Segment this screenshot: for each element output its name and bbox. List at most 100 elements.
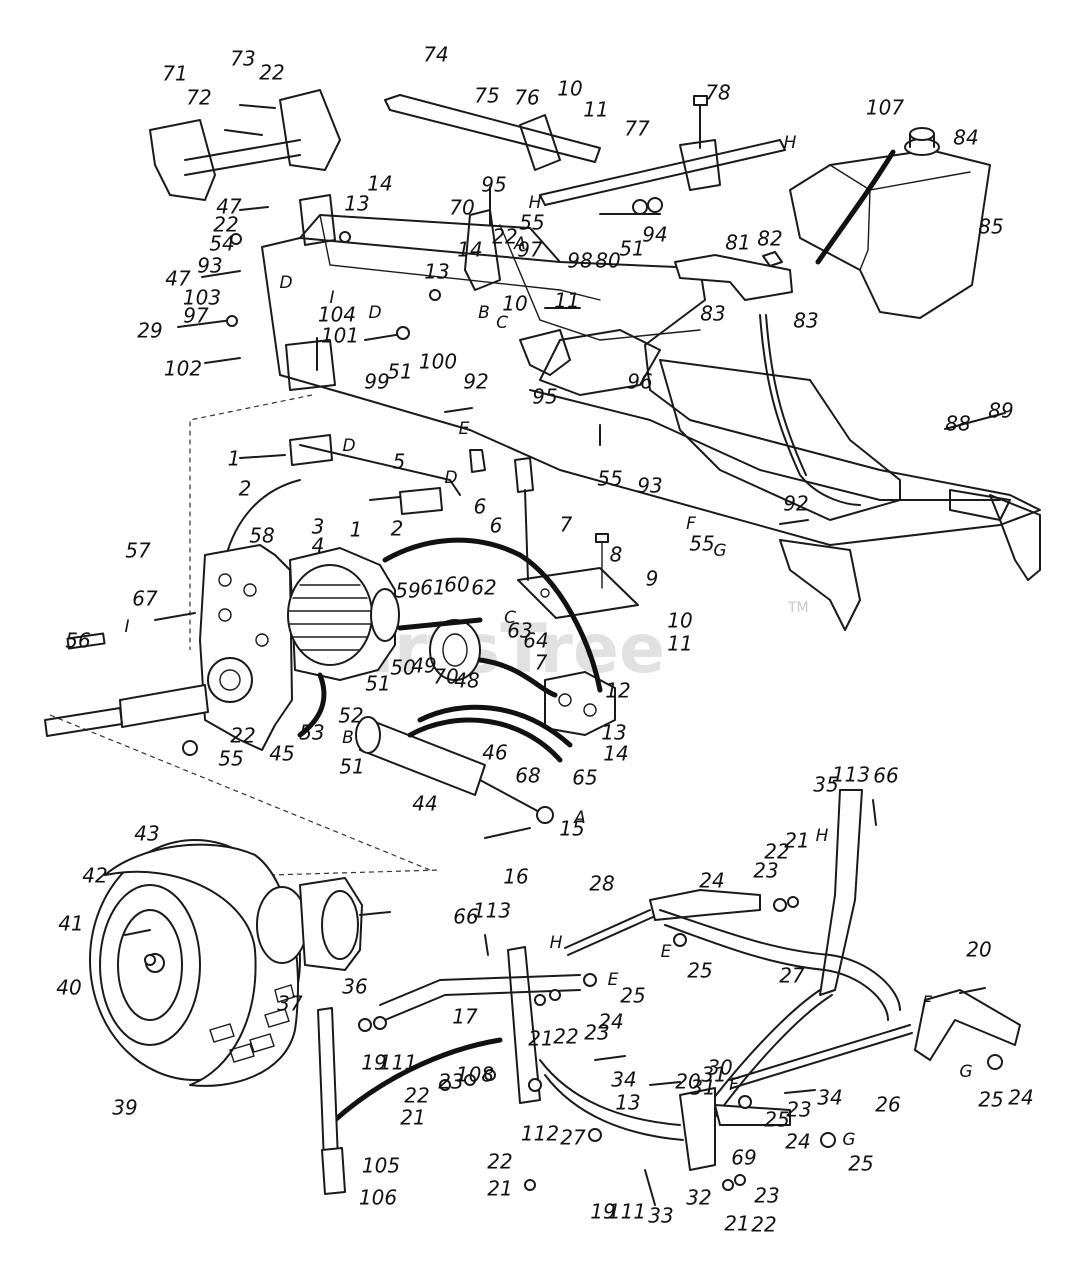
washer-111-left — [373, 1016, 387, 1030]
callout-57: 57 — [125, 539, 151, 563]
washer-19-left — [358, 1018, 372, 1032]
connection-letter-G: G — [842, 1130, 855, 1150]
bolt-47 — [201, 270, 241, 278]
callout-4: 4 — [312, 534, 325, 558]
callout-21: 21 — [528, 1027, 553, 1051]
callout-64: 64 — [523, 629, 548, 653]
bolt-16 — [484, 827, 531, 839]
hub-37 — [256, 886, 308, 964]
callout-24: 24 — [785, 1130, 810, 1154]
link-70 — [464, 209, 501, 291]
arm-24-lower — [714, 1104, 791, 1126]
callout-15: 15 — [559, 817, 584, 841]
callout-76: 76 — [514, 86, 539, 110]
callout-42: 42 — [82, 864, 107, 888]
pivot-shaft-lower — [184, 154, 301, 176]
nut-21-bottom — [722, 1179, 734, 1191]
callout-100: 100 — [419, 350, 457, 374]
callout-25: 25 — [764, 1108, 789, 1132]
bolt-1-lower — [369, 496, 401, 501]
callout-45: 45 — [269, 742, 294, 766]
callout-66: 66 — [873, 764, 898, 788]
top-linkage — [384, 94, 786, 291]
callout-10: 10 — [667, 609, 692, 633]
bolt-78-head — [693, 95, 708, 106]
callout-31: 31 — [701, 1063, 726, 1087]
washer-19 — [588, 1128, 602, 1142]
washer-25-e2 — [583, 973, 597, 987]
gear-housing-58 — [199, 544, 293, 751]
callout-34: 34 — [611, 1068, 636, 1092]
fuel-tank-assembly — [789, 127, 991, 319]
callout-21: 21 — [487, 1177, 512, 1201]
hose-53 — [297, 672, 327, 738]
callout-113: 113 — [832, 763, 870, 787]
pin-67 — [154, 612, 196, 621]
callout-55: 55 — [218, 747, 243, 771]
callout-43: 43 — [134, 822, 159, 846]
nut-21-top — [787, 896, 799, 908]
tank-strap-107 — [815, 149, 896, 265]
callout-22: 22 — [553, 1025, 578, 1049]
callout-19: 19 — [361, 1051, 386, 1075]
pin-88-89 — [944, 412, 1006, 430]
mount-plate-9 — [517, 567, 639, 619]
rod-end-105 — [317, 1007, 339, 1163]
callout-67: 67 — [132, 587, 158, 611]
callout-2: 2 — [391, 517, 404, 541]
callout-55: 55 — [519, 211, 544, 235]
valve-port — [583, 703, 597, 717]
washer-21-mid — [534, 994, 546, 1006]
connection-letter-A: A — [573, 808, 586, 828]
callout-70: 70 — [449, 196, 474, 220]
connection-letter-D: D — [368, 303, 381, 323]
callout-66: 66 — [453, 905, 478, 929]
callout-22: 22 — [764, 840, 789, 864]
bracket-76 — [519, 114, 561, 171]
callout-25: 25 — [848, 1152, 873, 1176]
callout-94: 94 — [642, 223, 667, 247]
fitting-6 — [469, 449, 486, 473]
callout-56: 56 — [65, 629, 90, 653]
bolt-47-upper — [239, 206, 269, 211]
washer-22-mid — [549, 989, 561, 1001]
seat-bracket — [519, 329, 571, 376]
callout-113: 113 — [473, 899, 511, 923]
callout-16: 16 — [503, 865, 528, 889]
callout-51: 51 — [387, 360, 412, 384]
callout-23: 23 — [786, 1098, 811, 1122]
callout-17: 17 — [452, 1005, 478, 1029]
callout-88: 88 — [945, 412, 970, 436]
connection-letter-E: E — [608, 970, 619, 990]
callout-47: 47 — [216, 195, 242, 219]
callout-11: 11 — [583, 98, 608, 122]
callout-41: 41 — [58, 912, 83, 936]
fuel-line-83 — [759, 314, 861, 506]
callout-51: 51 — [619, 237, 644, 261]
callout-8: 8 — [610, 543, 623, 567]
cable-105 — [332, 1037, 503, 1123]
cylinder-end — [355, 716, 381, 754]
washer-97 — [226, 315, 238, 327]
nut-22-left — [439, 1079, 451, 1091]
callout-80: 80 — [595, 249, 620, 273]
pin-113-left — [484, 934, 489, 956]
pivot-bracket-assembly — [149, 89, 341, 201]
bolt-33 — [644, 1169, 656, 1206]
valve-port — [558, 693, 572, 707]
fuel-line-83-inner — [765, 314, 807, 476]
connection-letter-F: F — [922, 993, 932, 1013]
callout-51: 51 — [339, 755, 364, 779]
tire-tread — [104, 843, 300, 1087]
rear-wheel-assembly — [89, 839, 391, 1087]
line-7 — [524, 489, 529, 581]
connection-letter-H: H — [784, 133, 797, 153]
callout-23: 23 — [753, 859, 778, 883]
callout-107: 107 — [866, 96, 904, 120]
bolt-20-right — [959, 987, 986, 994]
callout-23: 23 — [438, 1070, 463, 1094]
pivot-bracket-71 — [149, 119, 216, 201]
rod-26 — [729, 1024, 911, 1081]
